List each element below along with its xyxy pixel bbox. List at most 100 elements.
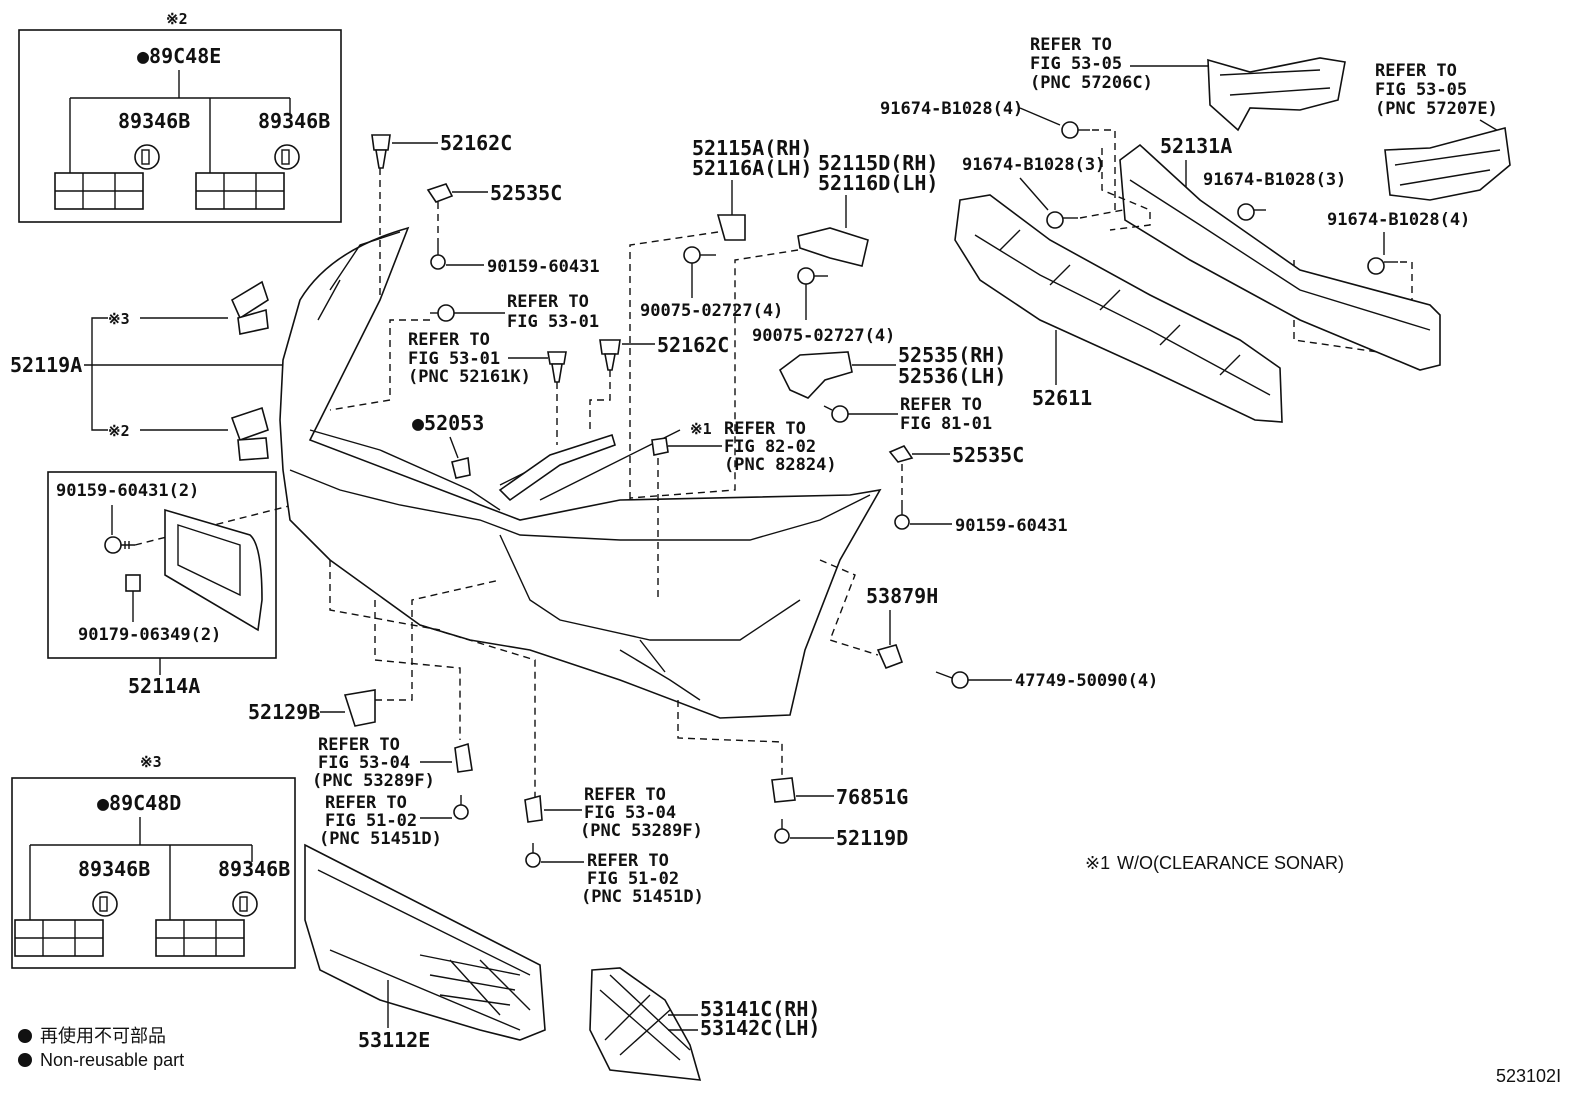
part-91674-d-label: 91674-B1028(4) (1327, 210, 1470, 230)
bolt-icon (1061, 121, 1090, 139)
kit-box-2-frame (18, 29, 342, 223)
leader (449, 436, 459, 459)
bolt-icon (1237, 203, 1266, 221)
ref-53-05-a-line3: (PNC 57206C) (1030, 73, 1153, 93)
clip-icon (547, 351, 567, 383)
ref-51-02-a-line2: FIG 51-02 (325, 811, 417, 831)
mark-3-side: ※3 (108, 310, 130, 328)
clip-icon (134, 144, 160, 170)
fog-cover-53141C (589, 967, 702, 1081)
ref-51-02-b-line1: REFER TO (587, 851, 669, 871)
part-53141C-label: 53141C(RH) (700, 997, 820, 1021)
bracket-57207E (1384, 126, 1511, 201)
screw-icon (894, 505, 910, 530)
kit-box-2-left-part: 89346B (118, 109, 190, 133)
dash-line (819, 559, 879, 656)
bolt-icon (1367, 257, 1398, 275)
part-76851G-shape (771, 777, 796, 803)
kit-box-3-right-part: 89346B (218, 857, 290, 881)
part-52131A-label: 52131A (1160, 134, 1232, 158)
clip-icon (274, 144, 300, 170)
reflector-icon (155, 919, 245, 957)
part-52119A-leaders (84, 317, 290, 431)
non-reusable-bullet-icon (18, 1053, 32, 1067)
bumper-intake-edge (499, 534, 801, 641)
part-52535C-top-label: 52535C (490, 181, 562, 205)
ref-53-04-b-line2: FIG 53-04 (584, 803, 676, 823)
kit-box-3-leaders (29, 817, 253, 920)
part-90159-top-label: 90159-60431 (487, 257, 600, 277)
part-52115A-label: 52115A(RH) (692, 136, 812, 160)
leader (1019, 107, 1061, 126)
bracket-52115D-shape (797, 227, 869, 267)
part-52129B-label: 52129B (248, 700, 320, 724)
part-52536-label: 52536(LH) (898, 364, 1006, 388)
bumper-corner-edge (317, 231, 401, 321)
leader (1019, 177, 1049, 211)
ref-53-01-b-line1: REFER TO (408, 330, 490, 350)
ref-53-01-b-line3: (PNC 52161K) (408, 367, 531, 387)
dash-line (329, 319, 430, 411)
part-91674-b-label: 91674-B1028(3) (962, 155, 1105, 175)
plate-part-label: 52114A (128, 674, 200, 698)
clip-icon (232, 891, 258, 917)
ref-53-05-b-line3: (PNC 57207E) (1375, 99, 1498, 119)
part-52611-label: 52611 (1032, 386, 1092, 410)
part-90075-b-label: 90075-02727(4) (752, 326, 895, 346)
bracket-57206C (1207, 57, 1346, 132)
kit-box-2-mark: ※2 (166, 10, 188, 28)
dash-line (589, 370, 611, 430)
front-bumper-cover (279, 226, 882, 719)
ref-53-05-b-line1: REFER TO (1375, 61, 1457, 81)
dash-line (677, 700, 783, 780)
ref-51-02-a-line1: REFER TO (325, 793, 407, 813)
part-52162C-mid-label: 52162C (657, 333, 729, 357)
kit-box-3-frame (11, 777, 296, 969)
plate-bracket-frame (47, 471, 277, 659)
nut-icon (125, 574, 141, 592)
part-52116A-label: 52116A(LH) (692, 156, 812, 180)
ref-53-05-a-line2: FIG 53-05 (1030, 54, 1122, 74)
part-52116D-label: 52116D(LH) (818, 171, 938, 195)
ref-53-04-b-line3: (PNC 53289F) (580, 821, 703, 841)
leader (668, 1014, 698, 1031)
ref-53-05-b-line2: FIG 53-05 (1375, 80, 1467, 100)
reflector-icon (195, 172, 285, 210)
dash-line (375, 579, 501, 701)
screw-icon (430, 245, 446, 270)
part-53142C-label: 53142C(LH) (700, 1016, 820, 1040)
figure-id: 523102I (1496, 1066, 1561, 1086)
bumper-crease (289, 469, 871, 541)
screw-icon (935, 671, 969, 689)
bracket-52115A-shape (716, 214, 746, 241)
screw-icon (823, 405, 849, 423)
kit-box-2: ※2 ●89C48E 89346B 89346B (18, 10, 342, 223)
dash-line (1092, 129, 1116, 210)
part-52129B-shape (343, 689, 376, 727)
screw-icon (774, 819, 790, 844)
part-52162C-top-label: 52162C (440, 131, 512, 155)
part-52053-label: ●52053 (412, 411, 484, 435)
part-76851G-label: 76851G (836, 785, 908, 809)
ref-81-01-line1: REFER TO (900, 395, 982, 415)
part-90159-right-label: 90159-60431 (955, 516, 1068, 536)
part-52535C-right-label: 52535C (952, 443, 1024, 467)
bolt-icon (1046, 211, 1078, 229)
part-91674-c-label: 91674-B1028(3) (1203, 170, 1346, 190)
plate-bracket-shape (164, 508, 263, 632)
clip-52162C-mid (599, 339, 621, 371)
ref-53-01-b-line2: FIG 53-01 (408, 349, 500, 369)
note-1-text: W/O(CLEARANCE SONAR) (1117, 853, 1344, 873)
dash-line (629, 231, 719, 500)
ref-53-01-a-line2: FIG 53-01 (507, 312, 599, 332)
dash-line (1101, 148, 1151, 231)
screw-icon (430, 304, 455, 322)
clip-52162C-top (371, 134, 391, 169)
part-90075-a-label: 90075-02727(4) (640, 301, 783, 321)
ref-82-02-line1: REFER TO (724, 419, 806, 439)
bumper-upper-edge (309, 429, 501, 511)
ref-81-01-line2: FIG 81-01 (900, 414, 992, 434)
plate-nut-label: 90179-06349(2) (78, 625, 221, 645)
plate-screw-label: 90159-60431(2) (56, 481, 199, 501)
plate-bracket-inner (177, 524, 241, 597)
